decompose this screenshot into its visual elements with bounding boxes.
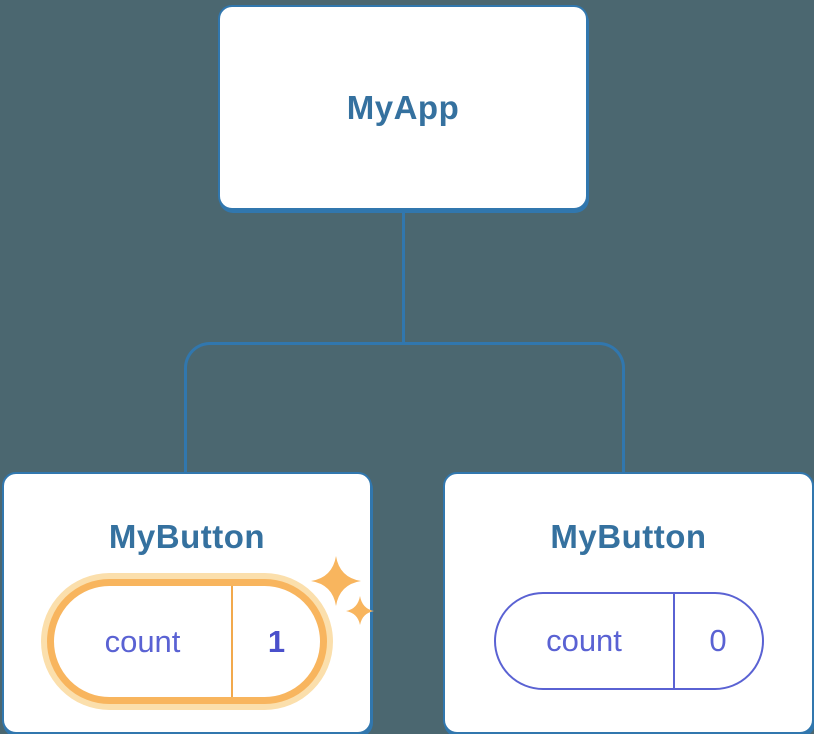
state-key: count: [546, 623, 622, 658]
state-key: count: [104, 623, 181, 659]
app-node: MyApp: [218, 5, 588, 210]
button-node-highlighted: MyButton count 1: [2, 472, 372, 734]
button-node-plain: MyButton count 0: [443, 472, 814, 734]
app-node-label: MyApp: [346, 88, 460, 126]
pill-divider: [231, 586, 233, 697]
button-node-label: MyButton: [108, 518, 266, 555]
state-value: 0: [709, 623, 727, 658]
state-pill-highlight-glow: count 1: [41, 573, 333, 710]
button-node-label: MyButton: [550, 518, 707, 555]
connector-bracket: [184, 342, 625, 473]
connector-stem: [402, 211, 405, 344]
pill-divider: [672, 594, 675, 688]
state-pill-highlighted: count 1: [47, 579, 327, 704]
state-value: 1: [267, 623, 286, 659]
state-pill-plain: count 0: [493, 592, 764, 690]
